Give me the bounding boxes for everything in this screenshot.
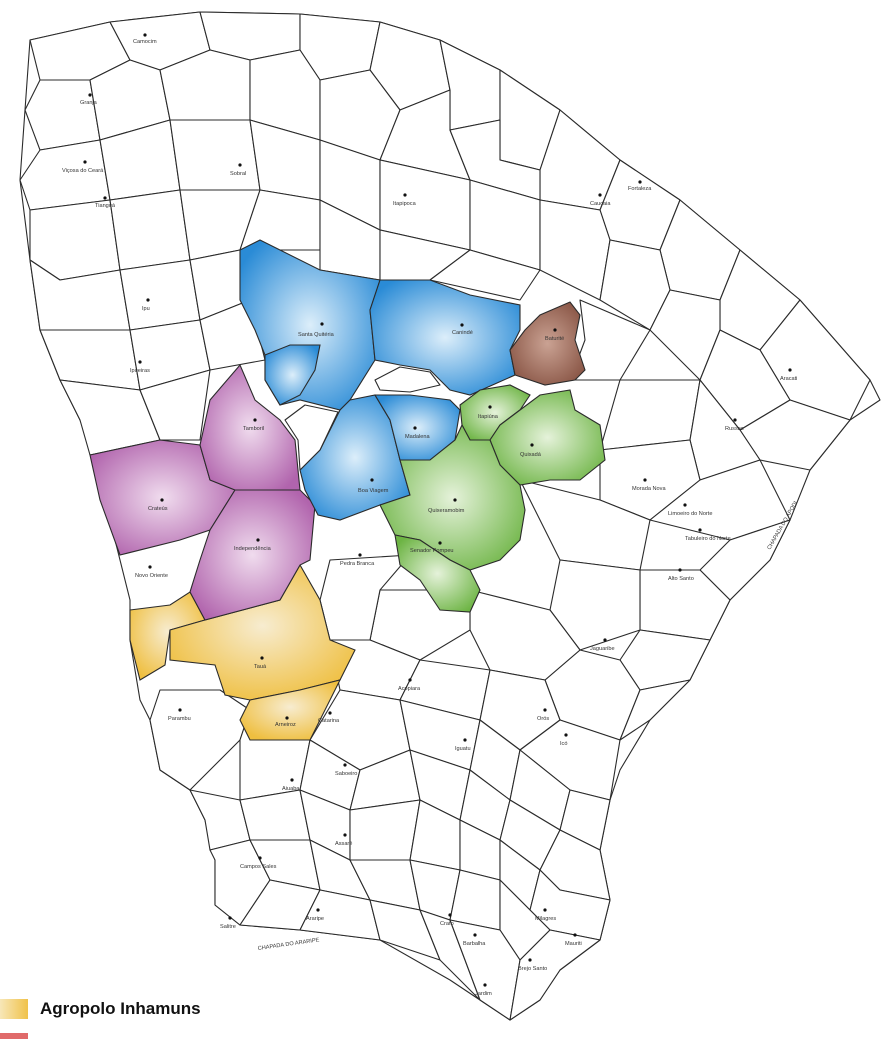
- region-purple: [89, 363, 316, 621]
- svg-text:Crato: Crato: [440, 921, 454, 927]
- svg-text:Quixeramobim: Quixeramobim: [428, 508, 465, 514]
- svg-text:Icó: Icó: [560, 741, 567, 747]
- svg-text:Alto Santo: Alto Santo: [668, 576, 694, 582]
- svg-text:Russas: Russas: [725, 426, 744, 432]
- svg-text:Ipu: Ipu: [142, 306, 150, 312]
- map-labels: Boa Viagem Canindé Crateús Independência…: [62, 33, 799, 997]
- svg-text:Madalena: Madalena: [405, 434, 430, 440]
- svg-text:Orós: Orós: [537, 716, 549, 722]
- region-agropolo-inhamuns: [129, 563, 356, 741]
- svg-text:Senador Pompeu: Senador Pompeu: [410, 548, 454, 554]
- legend-swatch-next-partial: [0, 1033, 28, 1039]
- svg-text:Limoeiro do Norte: Limoeiro do Norte: [668, 511, 712, 517]
- svg-text:Parambu: Parambu: [168, 716, 191, 722]
- svg-text:Brejo Santo: Brejo Santo: [518, 966, 547, 972]
- svg-text:CHAPADA DO ARARIPE: CHAPADA DO ARARIPE: [257, 937, 320, 952]
- svg-text:Iguatu: Iguatu: [455, 746, 471, 752]
- white-enclave: [374, 366, 441, 393]
- svg-text:Assaré: Assaré: [335, 841, 352, 847]
- white-enclave-2: [284, 404, 339, 471]
- svg-text:Aracati: Aracati: [780, 376, 797, 382]
- region-blue: [239, 239, 521, 521]
- svg-text:Campos Sales: Campos Sales: [240, 864, 277, 870]
- svg-text:Morada Nova: Morada Nova: [632, 486, 666, 492]
- svg-text:Quixadá: Quixadá: [520, 452, 542, 458]
- svg-text:Boa Viagem: Boa Viagem: [358, 488, 389, 494]
- svg-text:Santa Quitéria: Santa Quitéria: [298, 332, 335, 338]
- svg-text:Itapiúna: Itapiúna: [478, 414, 499, 420]
- svg-text:Pedra Branca: Pedra Branca: [340, 561, 375, 567]
- svg-text:Granja: Granja: [80, 100, 98, 106]
- svg-text:Barbalha: Barbalha: [463, 941, 486, 947]
- svg-text:Novo Oriente: Novo Oriente: [135, 573, 168, 579]
- svg-text:Crateús: Crateús: [148, 506, 168, 512]
- region-green: [379, 384, 606, 613]
- municipalities: [19, 11, 871, 1021]
- svg-text:Tauá: Tauá: [254, 664, 267, 670]
- svg-text:Sobral: Sobral: [230, 171, 246, 177]
- svg-text:Camocim: Camocim: [133, 39, 157, 45]
- svg-text:Fortaleza: Fortaleza: [628, 186, 652, 192]
- svg-text:Viçosa do Ceará: Viçosa do Ceará: [62, 168, 104, 174]
- svg-text:Itapipoca: Itapipoca: [393, 201, 417, 207]
- legend-swatch-yellow: [0, 999, 28, 1019]
- svg-text:Acopiara: Acopiara: [398, 686, 421, 692]
- svg-text:Aiuaba: Aiuaba: [282, 786, 300, 792]
- svg-text:Araripe: Araripe: [306, 916, 324, 922]
- svg-text:Canindé: Canindé: [452, 330, 473, 336]
- svg-text:Saboeiro: Saboeiro: [335, 771, 357, 777]
- svg-text:Baturité: Baturité: [545, 336, 564, 342]
- svg-text:Salitre: Salitre: [220, 924, 236, 930]
- legend-label: Agropolo Inhamuns: [40, 999, 201, 1018]
- svg-text:Tianguá: Tianguá: [95, 203, 116, 209]
- region-brown: [509, 301, 586, 386]
- svg-text:Jaguaribe: Jaguaribe: [590, 646, 615, 652]
- svg-text:Mauriti: Mauriti: [565, 941, 582, 947]
- legend-item-agropolo-inhamuns: Agropolo Inhamuns: [0, 997, 400, 1021]
- svg-text:Independência: Independência: [234, 546, 272, 552]
- legend: Agropolo Inhamuns: [0, 997, 400, 1039]
- svg-text:Caucaia: Caucaia: [590, 201, 611, 207]
- svg-text:Ipueiras: Ipueiras: [130, 368, 150, 374]
- svg-text:Arneiroz: Arneiroz: [275, 722, 296, 728]
- svg-text:Milagres: Milagres: [535, 916, 556, 922]
- svg-text:Jardim: Jardim: [475, 991, 492, 997]
- svg-text:Tamboril: Tamboril: [243, 426, 264, 432]
- svg-text:Catarina: Catarina: [318, 718, 340, 724]
- svg-text:Tabuleiro do Norte: Tabuleiro do Norte: [685, 536, 731, 542]
